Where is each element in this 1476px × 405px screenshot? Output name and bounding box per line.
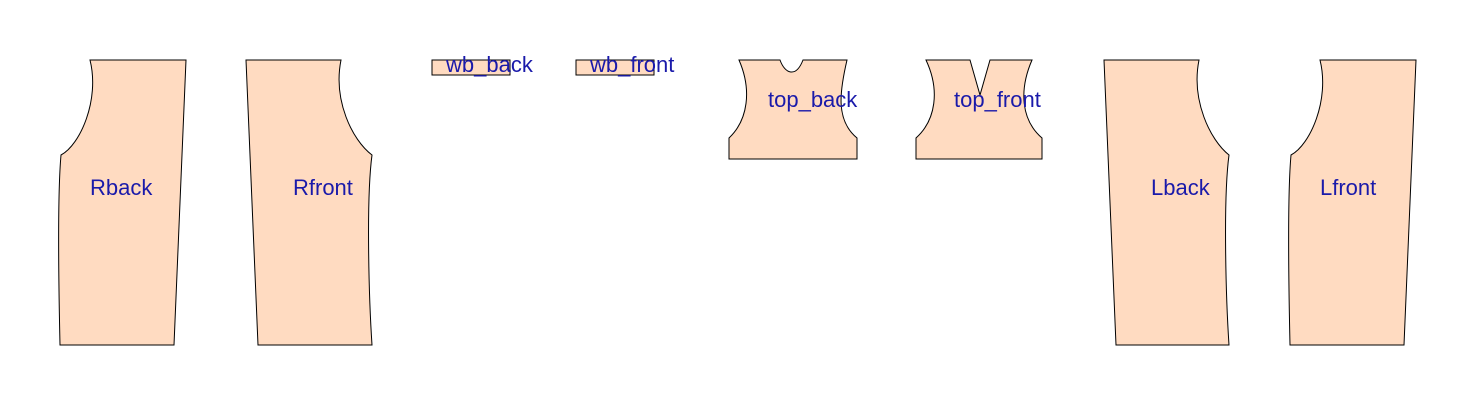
top-back-shape [728,59,858,160]
lfront-label: Lfront [1320,175,1376,200]
top-front-shape [915,59,1043,160]
wb-front-shape [575,59,655,76]
rfront-shape [245,59,373,346]
pattern-piece-wb-front[interactable]: wb_front [575,52,674,77]
wb-front-label: wb_front [589,52,674,77]
pattern-piece-top-front[interactable]: top_front [915,59,1043,160]
pattern-piece-rback[interactable]: Rback [58,59,187,346]
rback-label: Rback [90,175,153,200]
lfront-shape [1288,59,1417,346]
wb-back-shape [431,59,511,76]
rfront-label: Rfront [293,175,353,200]
pattern-piece-lfront[interactable]: Lfront [1288,59,1417,346]
rback-shape [58,59,187,346]
pattern-piece-lback[interactable]: Lback [1103,59,1230,346]
wb-back-label: wb_back [445,52,534,77]
pattern-piece-top-back[interactable]: top_back [728,59,858,160]
pattern-piece-rfront[interactable]: Rfront [245,59,373,346]
lback-label: Lback [1151,175,1211,200]
lback-shape [1103,59,1230,346]
top-front-label: top_front [954,87,1041,112]
pattern-piece-wb-back[interactable]: wb_back [431,52,534,77]
top-back-label: top_back [768,87,858,112]
